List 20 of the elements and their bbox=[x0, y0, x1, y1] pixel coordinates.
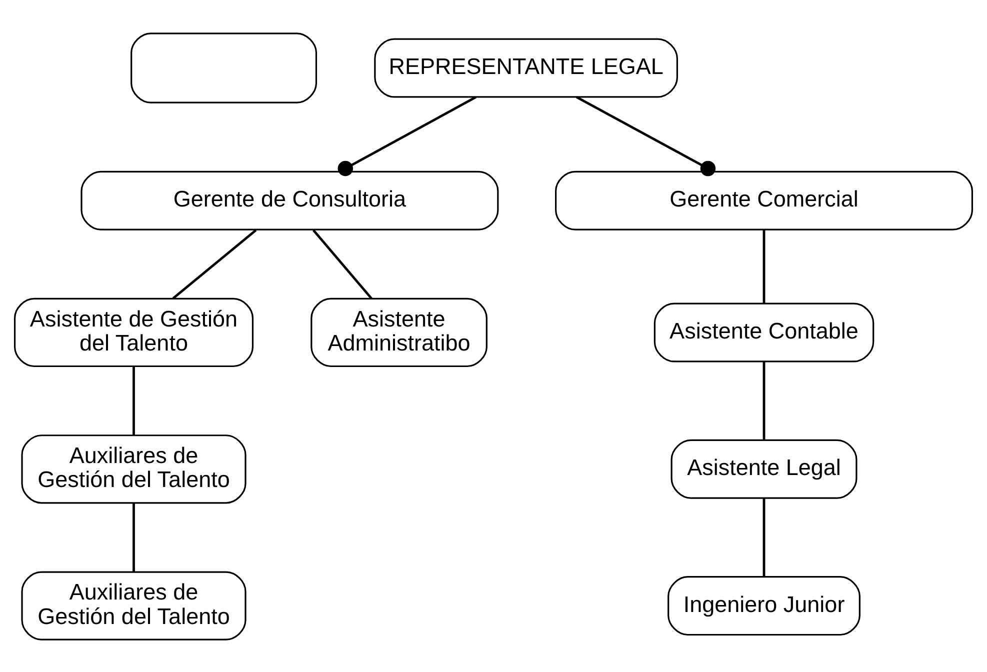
node-box: Gerente de Consultoria bbox=[80, 170, 499, 230]
connector bbox=[132, 502, 135, 572]
node-box: REPRESENTANTE LEGAL bbox=[374, 38, 678, 98]
node-box: Auxiliares de Gestión del Talento bbox=[21, 434, 246, 504]
connector bbox=[576, 96, 716, 176]
node-box: Auxiliares de Gestión del Talento bbox=[21, 570, 246, 640]
node-box bbox=[130, 32, 318, 103]
node-box: Asistente Legal bbox=[670, 438, 858, 498]
connector bbox=[132, 366, 135, 435]
connector bbox=[762, 498, 766, 576]
node-box: Asistente Administratibo bbox=[310, 297, 488, 367]
connector bbox=[338, 96, 477, 176]
node-box: Gerente Comercial bbox=[555, 170, 974, 230]
node-box: Asistente de Gestión del Talento bbox=[14, 297, 254, 367]
node-box: Asistente Contable bbox=[654, 302, 874, 362]
connector bbox=[312, 228, 372, 299]
node-box: Ingeniero Junior bbox=[668, 576, 860, 636]
connector bbox=[172, 228, 257, 299]
connector bbox=[762, 230, 766, 303]
connector bbox=[762, 361, 766, 440]
